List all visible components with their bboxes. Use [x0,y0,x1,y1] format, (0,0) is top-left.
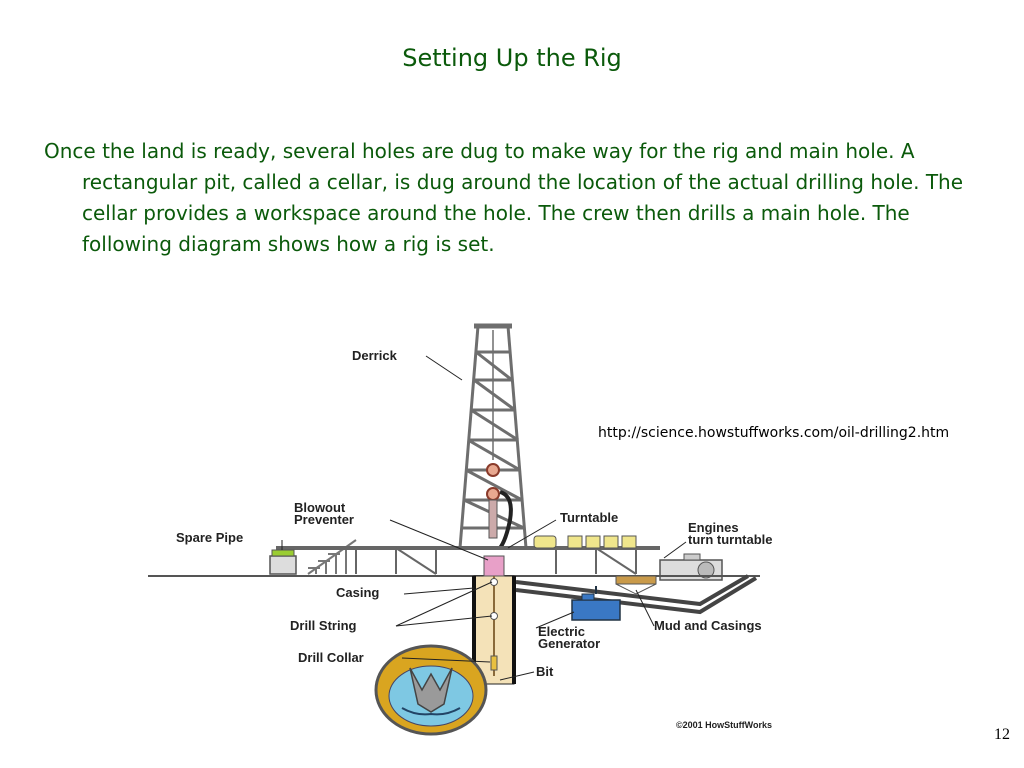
label-engines-2: turn turntable [688,532,773,547]
label-mud-casings: Mud and Casings [654,618,762,633]
travelling-block [486,463,513,550]
oil-rig-diagram: Derrick Blowout Preventer Spare Pipe Tur… [148,323,773,736]
label-casing: Casing [336,585,379,600]
slide-body-text: Once the land is ready, several holes ar… [44,139,964,256]
label-electric-1: Electric [538,624,585,639]
label-turntable: Turntable [560,510,618,525]
source-url[interactable]: http://science.howstuffworks.com/oil-dri… [598,425,950,441]
spare-pipe-rack [269,549,297,575]
mud-tank [615,575,657,585]
casing [472,555,516,685]
stairs [307,539,357,575]
label-derrick: Derrick [352,348,398,363]
page-number: 12 [994,726,1010,743]
label-drill-collar: Drill Collar [298,650,364,665]
electric-generator [571,586,621,621]
leader-lines [281,355,687,681]
slide-title: Setting Up the Rig [402,44,622,72]
mud-lines [515,574,758,615]
label-spare-pipe: Spare Pipe [176,530,243,545]
label-engines-1: Engines [688,520,739,535]
label-blowout-2: Preventer [294,512,354,527]
label-blowout-1: Blowout [294,500,346,515]
turntable-machinery [533,535,637,549]
label-bit: Bit [536,664,554,679]
label-electric-2: Generator [538,636,600,651]
copyright-notice: ©2001 HowStuffWorks [676,720,772,730]
label-drill-string: Drill String [290,618,357,633]
drill-bit [374,644,488,736]
